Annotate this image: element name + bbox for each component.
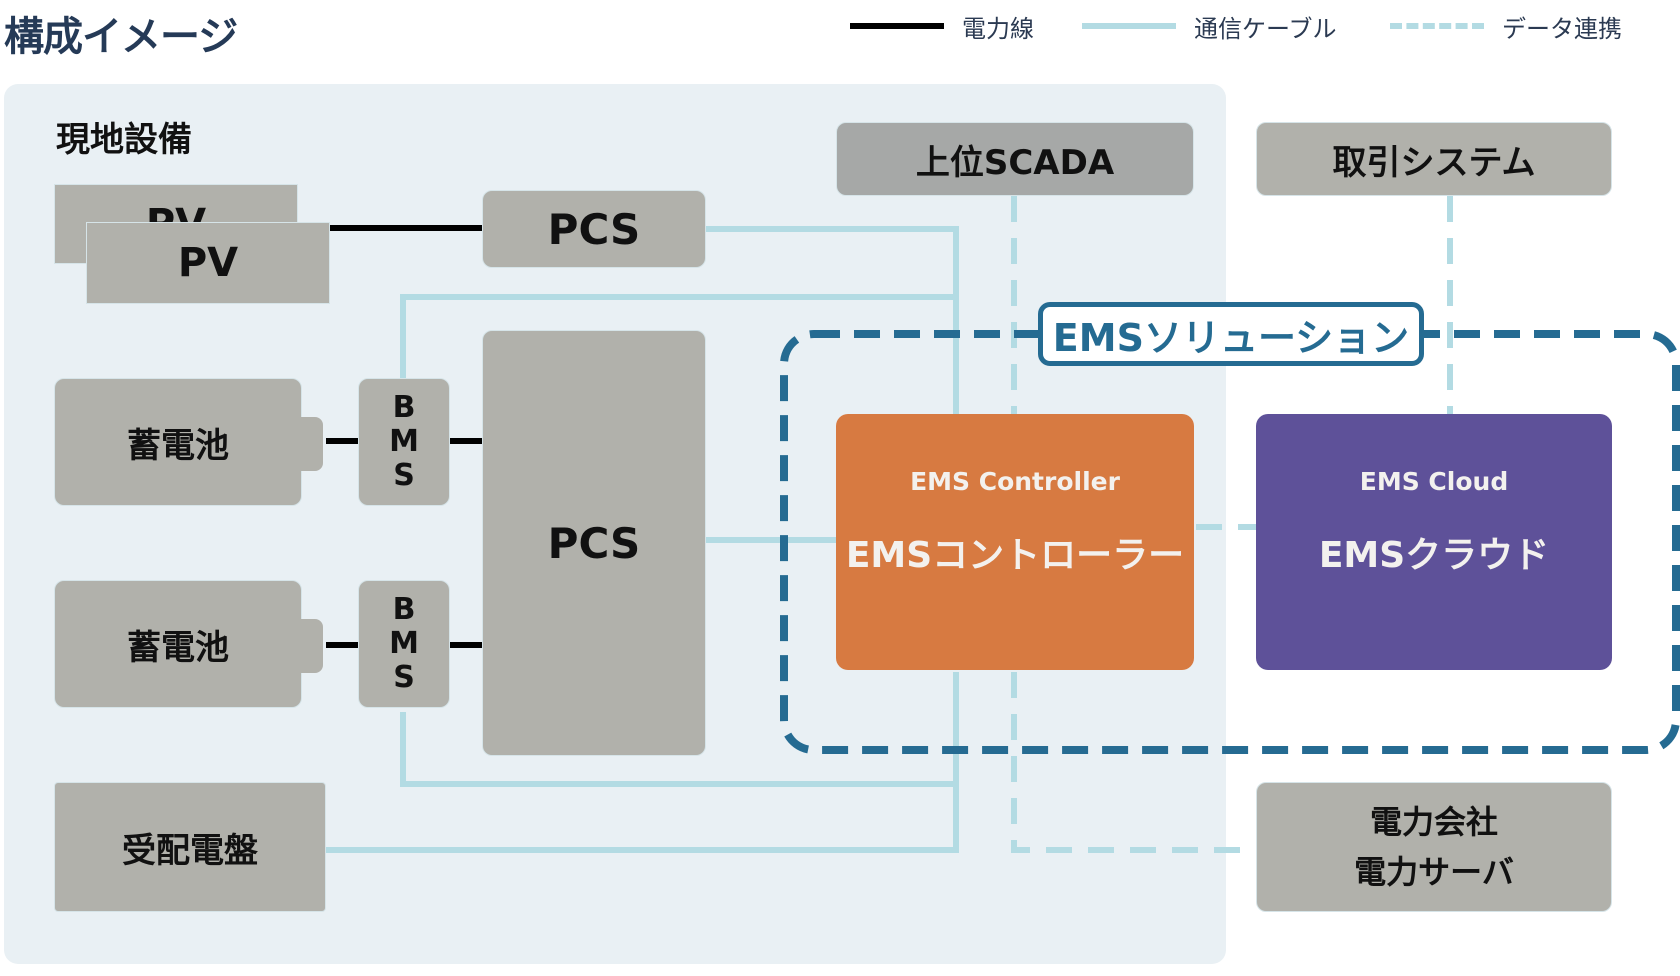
switchboard: 受配電盤 [54, 782, 326, 912]
power-line-swatch [850, 23, 944, 29]
pcs-top: PCS [482, 190, 706, 268]
bms-2: B M S [358, 580, 450, 708]
comm-pcs-top [706, 226, 959, 415]
legend-label: 電力線 [962, 14, 1034, 43]
bms-letter: B [392, 592, 416, 627]
comm-cable-swatch [1082, 23, 1176, 29]
pcs-label: PCS [547, 204, 641, 254]
utility-label-line1: 電力会社 [1369, 803, 1498, 841]
battery-label: 蓄電池 [127, 627, 229, 668]
bms-1: B M S [358, 378, 450, 506]
trading-system: 取引システム [1256, 122, 1612, 196]
bms-letter: S [393, 660, 415, 695]
data-controller-utility [1011, 672, 1258, 853]
pcs-label: PCS [547, 518, 641, 568]
comm-bms1-loop [400, 294, 956, 380]
legend-label: 通信ケーブル [1194, 14, 1337, 43]
controller-ja-label: EMSコントローラー [845, 534, 1185, 576]
bms-letter: B [392, 390, 416, 425]
site-title: 現地設備 [56, 120, 192, 160]
ems-solution-label: EMSソリューション [1038, 302, 1424, 366]
data-link-swatch [1390, 23, 1484, 29]
pcs-main: PCS [482, 330, 706, 756]
ems-cloud: EMS Cloud EMSクラウド [1256, 414, 1612, 670]
legend-power-line: 電力線 [850, 10, 1034, 43]
controller-en-label: EMS Controller [910, 466, 1120, 496]
cloud-ja-label: EMSクラウド [1318, 534, 1550, 576]
battery-terminal-icon [301, 417, 323, 471]
legend-label: データ連携 [1502, 14, 1622, 43]
pv-label: PV [177, 240, 239, 286]
cloud-en-label: EMS Cloud [1359, 466, 1509, 496]
battery-1: 蓄電池 [54, 378, 323, 506]
bms-letter: M [389, 424, 419, 459]
battery-2: 蓄電池 [54, 580, 323, 708]
battery-label: 蓄電池 [127, 425, 229, 466]
bms-letter: M [389, 626, 419, 661]
utility-server: 電力会社 電力サーバ [1256, 782, 1612, 912]
upper-scada: 上位SCADA [836, 122, 1194, 196]
legend-comm-cable: 通信ケーブル [1082, 10, 1337, 43]
comm-bms2-loop [400, 672, 959, 787]
page-title: 構成イメージ [4, 14, 238, 60]
comm-switchboard [326, 784, 959, 853]
ems-controller: EMS Controller EMSコントローラー [836, 414, 1194, 670]
bms-letter: S [393, 458, 415, 493]
trading-label: 取引システム [1332, 142, 1536, 183]
pv-panel-front: PV [86, 222, 330, 304]
scada-label: 上位SCADA [915, 142, 1115, 183]
utility-label-line2: 電力サーバ [1354, 853, 1514, 891]
battery-terminal-icon [301, 619, 323, 673]
switchboard-label: 受配電盤 [122, 830, 258, 871]
legend-data-link: データ連携 [1390, 10, 1622, 43]
